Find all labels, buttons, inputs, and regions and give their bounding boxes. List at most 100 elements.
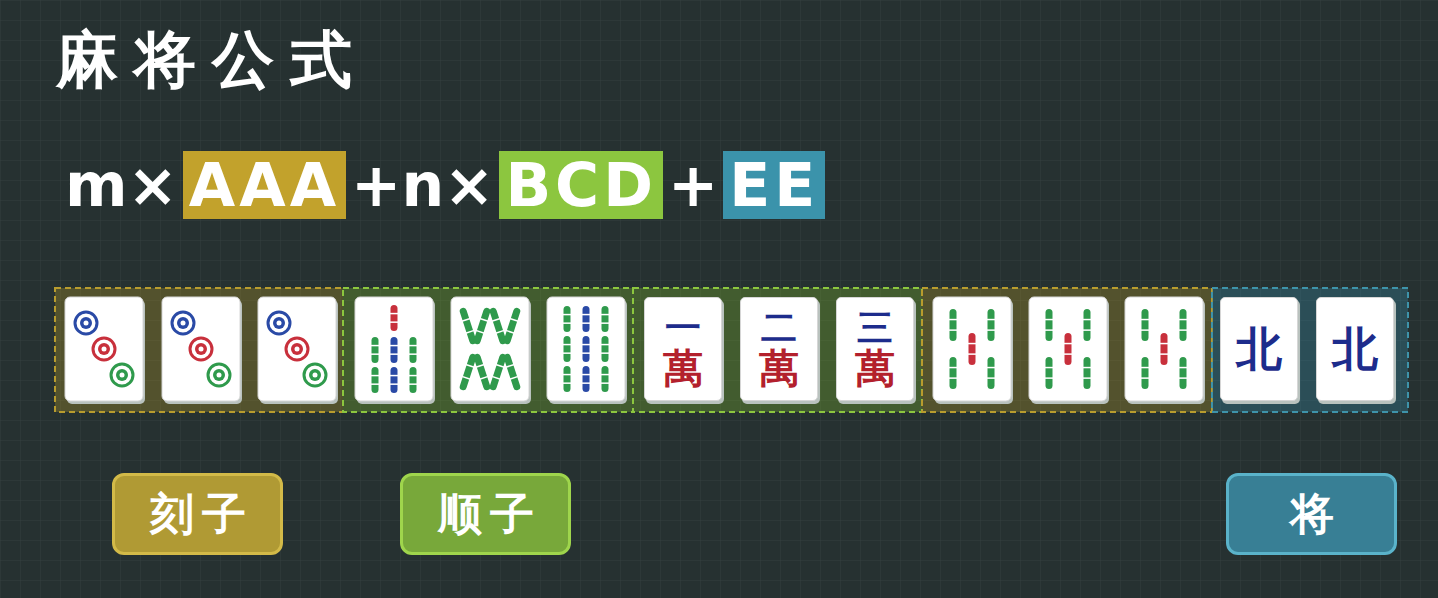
formula: m×+n×+AAABCDEE: [65, 150, 825, 220]
dot-core: [273, 317, 285, 329]
bamboo-stick: [563, 306, 572, 332]
dot-ring: [93, 338, 115, 360]
bamboo-stick: [1179, 357, 1188, 389]
mahjong-tile: [1029, 297, 1109, 404]
title-text: 麻将公式: [56, 23, 368, 96]
stick-joint: [492, 318, 501, 321]
formula-symbol: EE: [729, 151, 819, 219]
stick-joint: [949, 367, 958, 369]
bamboo-stick: [1160, 333, 1169, 365]
dot-core: [309, 369, 321, 381]
stick-joint: [1045, 329, 1054, 331]
stick-joint: [1160, 343, 1169, 345]
bamboo-stick: [582, 366, 591, 392]
formula-symbol: BCD: [505, 151, 657, 219]
stick-joint: [1179, 367, 1188, 369]
stick-joint: [390, 353, 399, 355]
tile-character: 萬: [663, 347, 703, 389]
mahjong-tile: [1125, 297, 1205, 404]
stick-joint: [1045, 319, 1054, 321]
stick-body: [473, 353, 491, 391]
tile-face: [355, 297, 433, 401]
stick-joint: [371, 345, 380, 347]
dot-core: [80, 317, 92, 329]
stick-joint: [1083, 367, 1092, 369]
tile-face: [258, 297, 336, 401]
group-outline: [343, 288, 633, 412]
dot-center: [217, 373, 222, 378]
stick-joint: [601, 374, 610, 376]
stick-joint: [601, 352, 610, 354]
bamboo-stick: [1045, 309, 1054, 341]
bamboo-stick: [1179, 309, 1188, 341]
formula-highlight: BCD: [499, 151, 663, 219]
stick-body: [602, 336, 609, 362]
dot-ring: [208, 364, 230, 386]
dot-center: [120, 373, 125, 378]
tile-character: 萬: [855, 347, 895, 389]
formula-term: m×: [65, 151, 178, 219]
bamboo-stick: [1141, 357, 1150, 389]
stick-joint: [1045, 367, 1054, 369]
stick-joint: [510, 318, 519, 321]
dot-core: [195, 343, 207, 355]
formula-highlight: AAA: [183, 151, 346, 219]
bamboo-stick: [371, 337, 380, 363]
stick-joint: [409, 345, 418, 347]
bamboo-stick: [601, 306, 610, 332]
stick-joint: [409, 375, 418, 377]
dot-core: [116, 369, 128, 381]
stick-joint: [582, 322, 591, 324]
stick-body: [1180, 309, 1187, 341]
stick-joint: [968, 353, 977, 355]
stick-body: [1046, 309, 1053, 341]
stick-joint: [582, 352, 591, 354]
stick-joint: [601, 382, 610, 384]
stick-joint: [496, 330, 505, 333]
dot-center: [84, 321, 89, 326]
stick-joint: [466, 330, 475, 333]
stick-body: [950, 357, 957, 389]
dot-core: [177, 317, 189, 329]
stick-joint: [462, 318, 471, 321]
dot-center: [181, 321, 186, 326]
tile-face: [1029, 297, 1107, 401]
stick-joint: [390, 313, 399, 315]
dot-center: [102, 347, 107, 352]
stick-joint: [1083, 319, 1092, 321]
tile-face: [451, 297, 529, 401]
tile-character: 北: [1332, 325, 1378, 373]
stick-body: [372, 337, 379, 363]
bamboo-stick: [472, 307, 492, 346]
stick-joint: [1064, 353, 1073, 355]
stick-joint: [371, 383, 380, 385]
stick-body: [988, 357, 995, 389]
tile-character: 北: [1236, 325, 1282, 373]
title: 麻将公式: [56, 20, 368, 100]
dot-core: [213, 369, 225, 381]
bamboo-stick: [563, 336, 572, 362]
bamboo-stick: [563, 366, 572, 392]
tile-character: 一: [665, 309, 701, 347]
mahjong-tile: [451, 297, 531, 404]
stick-joint: [949, 329, 958, 331]
stick-joint: [371, 353, 380, 355]
stick-joint: [496, 364, 505, 367]
category-button: 刻子: [112, 473, 283, 555]
stick-joint: [1064, 343, 1073, 345]
stick-body: [602, 366, 609, 392]
stick-joint: [1141, 329, 1150, 331]
stick-joint: [582, 374, 591, 376]
bamboo-stick: [1083, 357, 1092, 389]
tile-character: 三: [857, 309, 893, 347]
stick-body: [503, 307, 521, 345]
mahjong-tile: [258, 297, 338, 404]
stick-body: [950, 309, 957, 341]
stick-joint: [601, 314, 610, 316]
stick-body: [410, 367, 417, 393]
stick-body: [1161, 333, 1168, 365]
stick-joint: [987, 377, 996, 379]
dot-ring: [172, 312, 194, 334]
